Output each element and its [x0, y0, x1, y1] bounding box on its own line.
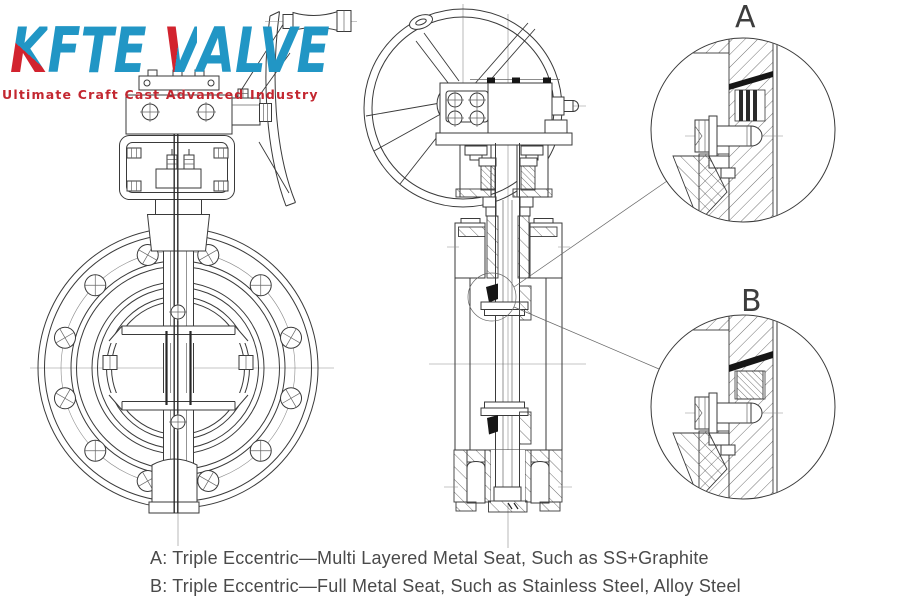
detail-marker-circle	[467, 272, 517, 322]
caption-line-a: A: Triple Eccentric—Multi Layered Metal …	[150, 548, 709, 568]
detail-b-view	[650, 314, 836, 500]
leader-line-a	[513, 180, 668, 288]
detail-a-view	[650, 37, 836, 223]
logo-letter-v: V	[163, 14, 198, 87]
logo-letters-fte: FTE	[47, 14, 147, 87]
seat-captions: A: Triple Eccentric—Multi Layered Metal …	[150, 544, 741, 600]
detail-a-label: A	[735, 0, 756, 35]
caption-line-b: B: Triple Eccentric—Full Metal Seat, Suc…	[150, 576, 741, 596]
brand-logo: KFTE VALVE	[10, 20, 330, 82]
section-view	[363, 4, 668, 548]
leader-line-b	[513, 306, 660, 370]
logo-letters-alve: ALVE	[197, 14, 330, 87]
brand-tagline: Ultimate Craft Cast Advanced Industry	[2, 87, 319, 102]
front-view	[30, 10, 357, 546]
detail-b-label: B	[741, 284, 762, 319]
logo-letter-k: K	[10, 14, 48, 87]
